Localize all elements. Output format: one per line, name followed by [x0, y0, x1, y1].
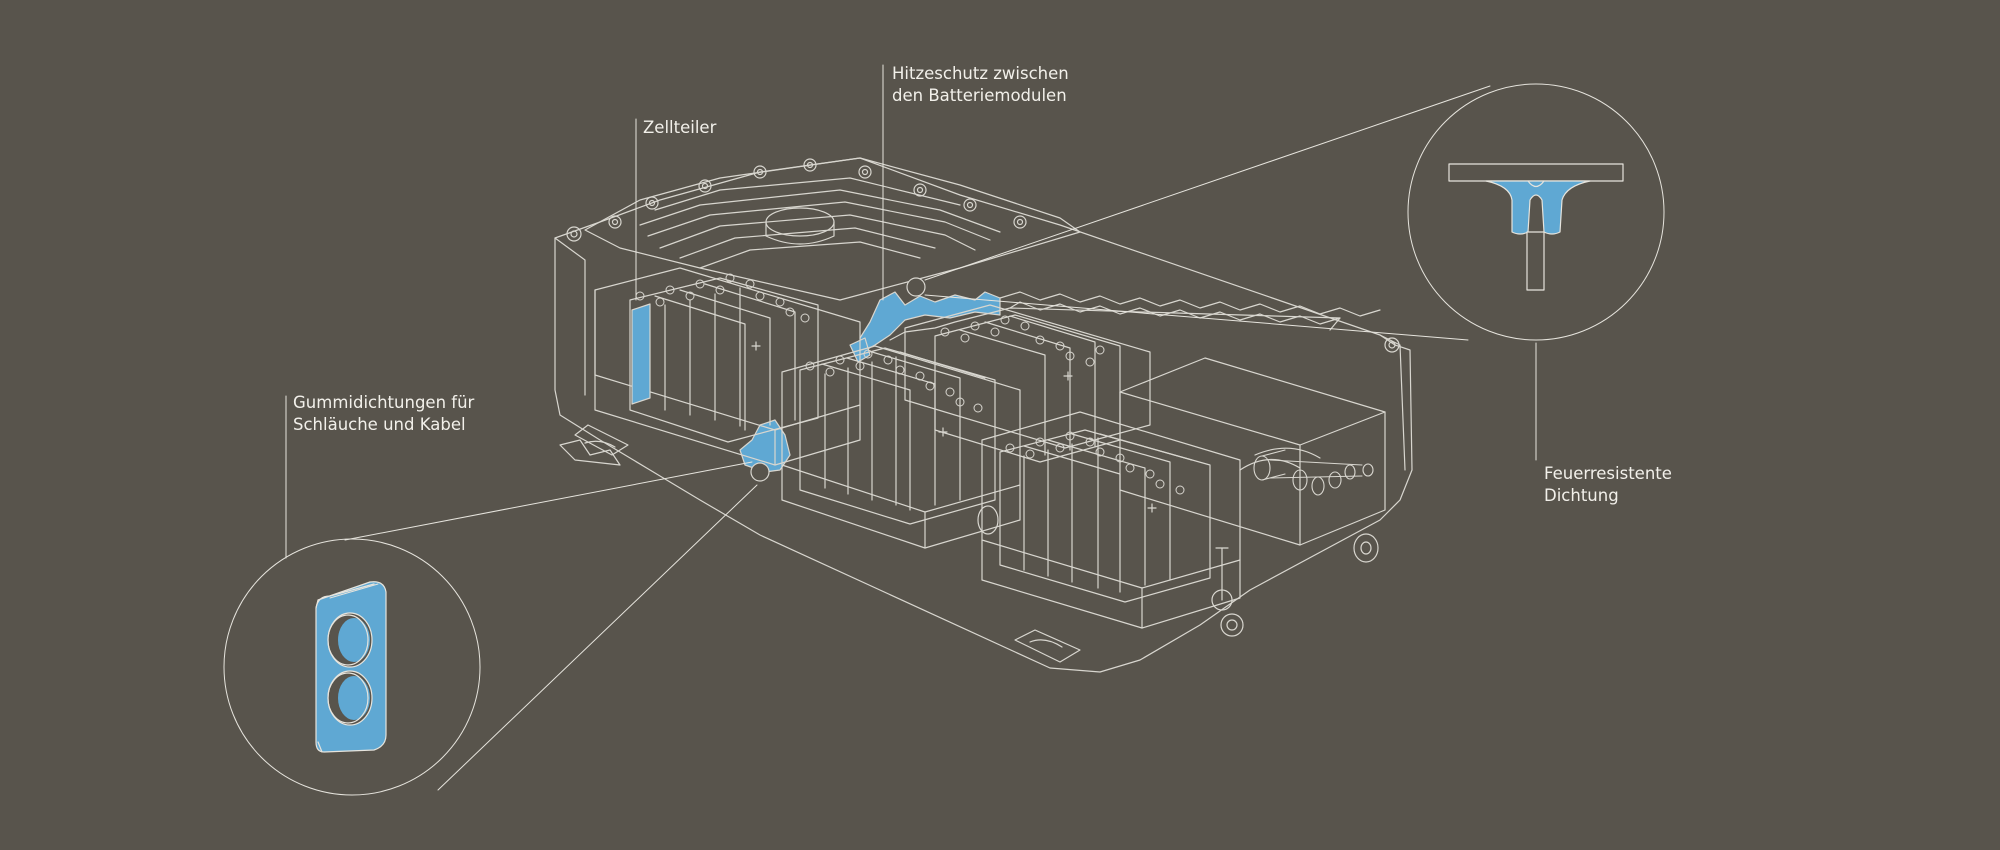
rubber-grommet-detail [315, 581, 387, 753]
battery-lid [584, 157, 1081, 301]
label-feuerresistente-dichtung: Feuerresistente Dichtung [1544, 464, 1672, 505]
callout-feuerresistente [924, 83, 1665, 461]
fire-seal-detail [1448, 163, 1624, 291]
battery-housing [554, 157, 1413, 673]
battery-module-front-right [981, 411, 1244, 637]
label-gummidichtungen: Gummidichtungen für Schläuche und Kabel [293, 393, 475, 434]
callout-gummidichtungen [223, 395, 758, 796]
battery-module-back-left [594, 267, 861, 466]
label-zellteiler: Zellteiler [643, 118, 717, 137]
electronics-box [977, 357, 1386, 563]
heat-shield [739, 277, 1381, 482]
battery-module-front-middle [781, 345, 1021, 549]
label-hitzeschutz: Hitzeschutz zwischen den Batteriemodulen [892, 64, 1069, 105]
